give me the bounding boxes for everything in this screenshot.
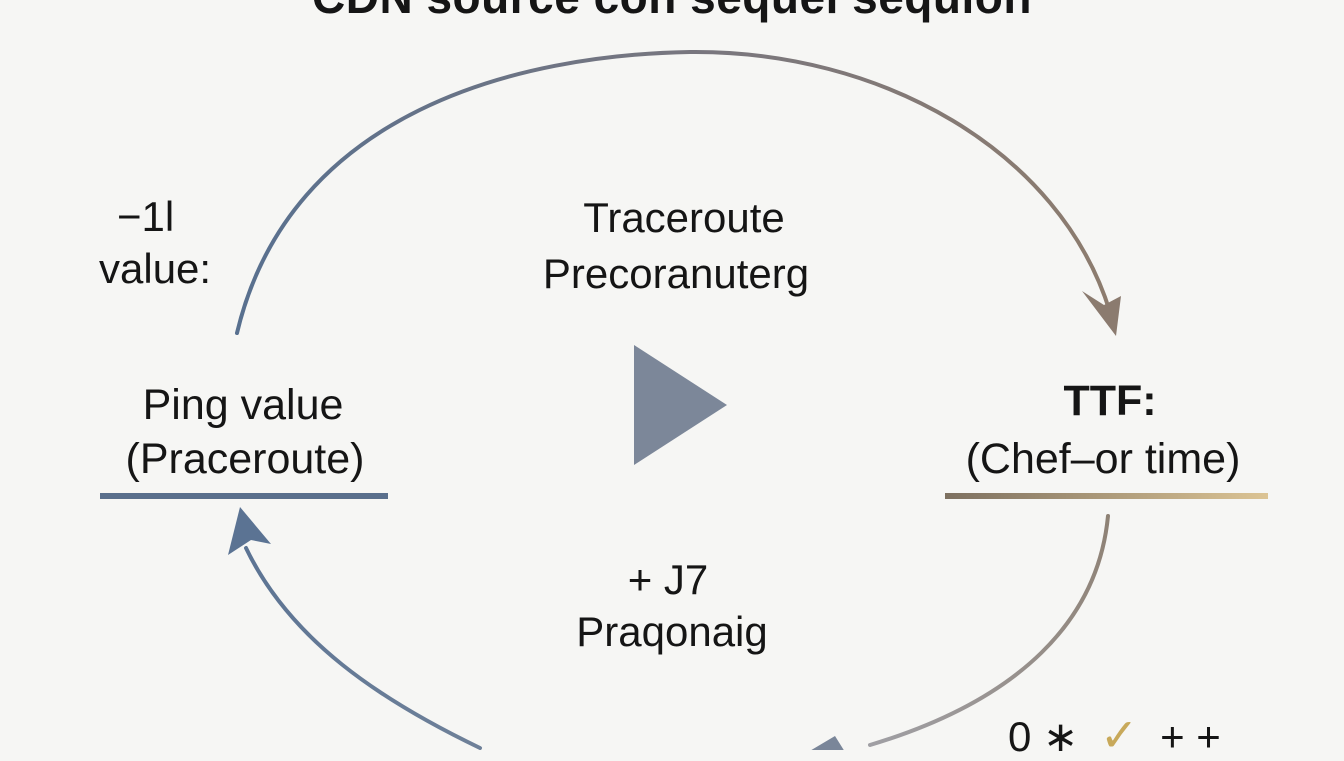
center-top-line1: Traceroute [583,194,785,241]
center-bottom-line2: Praqonaig [576,608,768,655]
right-arrowhead [1082,291,1121,336]
bottom-arrowhead [811,736,844,750]
bottom-left-arc [244,546,482,750]
check-icon: ✓ [1099,709,1139,761]
center-bottom-line1: + J7 [627,556,709,603]
left-node-line1: Ping value [142,381,344,429]
left-arrowhead [228,507,271,555]
right-node-line1: TTF: [1063,377,1157,425]
left-node-line2: (Praceroute) [125,435,365,483]
right-node-line2: (Chef‒or time) [965,435,1241,483]
play-triangle-icon [634,345,727,465]
center-top-line2: Precoranuterg [542,250,810,297]
left-note-line2: value: [99,245,212,292]
symbols-part1: 0 ∗ [1008,713,1079,760]
symbols-part2: + + [1160,713,1221,760]
right-node-underline [945,493,1268,499]
left-note-line1: −1l [117,193,175,240]
bottom-right-symbols: 0 ∗ ✓ + + [1008,712,1221,758]
left-node-underline [100,493,388,499]
bottom-right-arc [868,514,1110,747]
top-arc-arrow [235,49,1112,335]
diagram-title: CDN source con sequel sequion [312,0,1032,20]
